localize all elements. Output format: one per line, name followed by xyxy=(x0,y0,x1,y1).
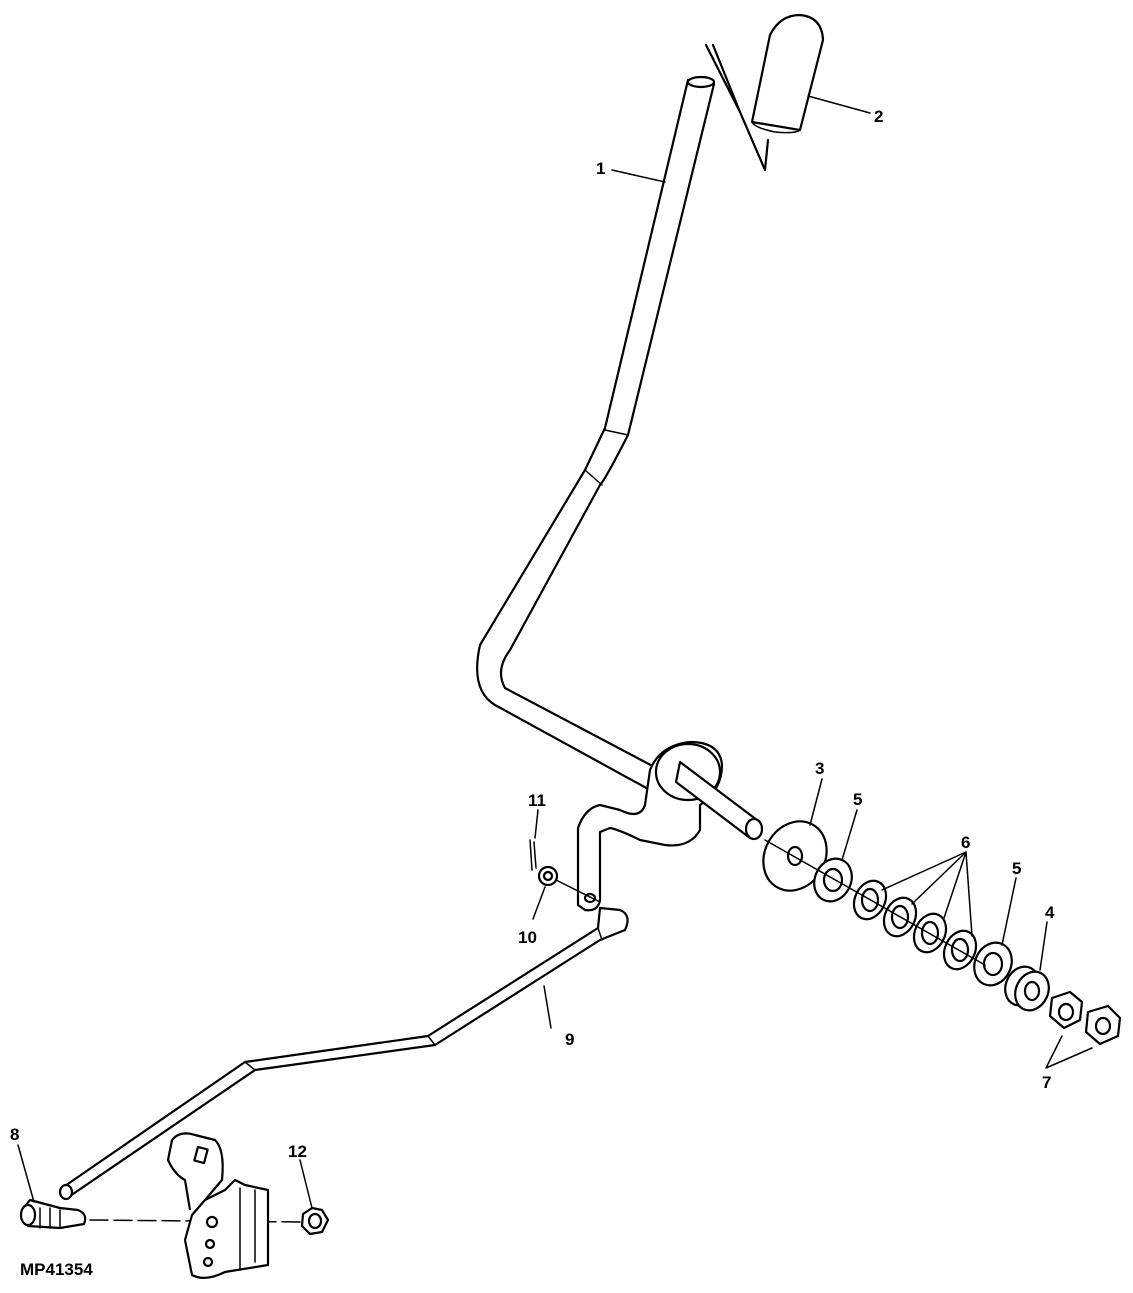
callout-10: 10 xyxy=(518,928,537,947)
callout-8: 8 xyxy=(10,1125,19,1144)
callout-11: 11 xyxy=(528,791,546,810)
callout-7: 7 xyxy=(1042,1073,1051,1092)
figure-code: MP41354 xyxy=(20,1260,93,1279)
callout-12: 12 xyxy=(288,1142,307,1161)
small-washer xyxy=(537,865,601,903)
lever-knob xyxy=(704,13,825,172)
control-rod xyxy=(58,906,629,1201)
leader-lines xyxy=(17,95,1093,1209)
callout-6: 6 xyxy=(961,833,970,852)
lock-nuts xyxy=(1048,990,1122,1046)
cotter-pin xyxy=(529,839,537,871)
callout-4: 4 xyxy=(1045,903,1055,922)
spacer-bushing xyxy=(1004,965,1050,1012)
transmission-bracket xyxy=(166,1132,270,1279)
callout-5a: 5 xyxy=(853,790,862,809)
callout-1: 1 xyxy=(596,159,605,178)
callout-labels: 1 2 3 4 5 5 6 7 8 9 10 11 12 xyxy=(10,107,1055,1161)
washer-stack xyxy=(764,839,1013,987)
shift-lever-rod xyxy=(476,75,716,792)
callout-2: 2 xyxy=(874,107,883,126)
callout-5b: 5 xyxy=(1012,859,1021,878)
callout-3: 3 xyxy=(815,759,824,778)
large-flat-washer xyxy=(762,820,828,892)
flange-nut xyxy=(300,1206,330,1236)
lever-pivot-bracket xyxy=(576,740,764,912)
callout-9: 9 xyxy=(565,1030,574,1049)
